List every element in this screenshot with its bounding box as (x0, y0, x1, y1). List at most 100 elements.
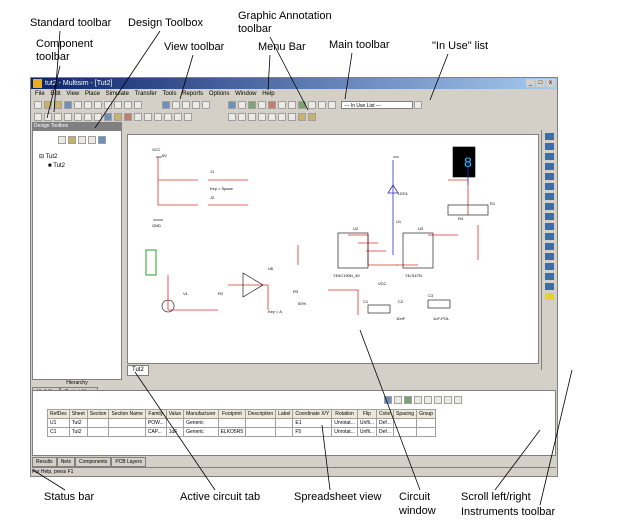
analog-icon[interactable] (74, 113, 82, 121)
cell[interactable] (86, 427, 110, 437)
col-label[interactable]: Label (275, 409, 294, 419)
col-color[interactable]: Color (376, 409, 394, 419)
tree-root[interactable]: ⊟ Tut2 (39, 154, 58, 160)
tab-nets[interactable]: Nets (56, 457, 75, 467)
menu-window[interactable]: Window (235, 91, 257, 97)
iv-analyzer-icon[interactable] (544, 243, 554, 250)
network-analyzer-icon[interactable] (544, 233, 554, 240)
col-section[interactable]: Section (86, 409, 110, 419)
tab-results[interactable]: Results (32, 457, 57, 467)
create-component-icon[interactable] (258, 101, 266, 109)
toolbox-new-icon[interactable] (58, 136, 66, 144)
toolbox-open-icon[interactable] (68, 136, 76, 144)
cell[interactable]: Unfli... (356, 418, 378, 428)
multimeter-icon[interactable] (544, 133, 554, 140)
zoom-fit-icon[interactable] (202, 101, 210, 109)
ellipse-tool-icon[interactable] (268, 113, 276, 121)
cell[interactable]: Def... (376, 418, 394, 428)
col-group[interactable]: Group (416, 409, 436, 419)
zoom-out-icon[interactable] (182, 101, 190, 109)
menu-help[interactable]: Help (262, 91, 275, 97)
col-sheet[interactable]: Sheet (68, 409, 88, 419)
show-columns-icon[interactable] (444, 396, 452, 404)
place-text-icon[interactable] (184, 113, 192, 121)
col-value[interactable]: Value (165, 409, 185, 419)
tektronix-scope-icon[interactable] (544, 283, 554, 290)
cell[interactable]: C1 (47, 427, 70, 437)
cell[interactable] (245, 418, 277, 428)
open-icon[interactable] (44, 101, 52, 109)
electromechanical-icon[interactable] (154, 113, 162, 121)
col-rotation[interactable]: Rotation (331, 409, 358, 419)
bus-icon[interactable] (174, 113, 182, 121)
toolbox-close-icon[interactable] (88, 136, 96, 144)
zoom-area-icon[interactable] (192, 101, 200, 109)
backannotate-icon[interactable] (308, 101, 316, 109)
copy-sheet-icon[interactable] (434, 396, 442, 404)
cell[interactable]: ELKO5R5 (217, 427, 247, 437)
save-csv-icon[interactable] (394, 396, 402, 404)
minimize-icon[interactable]: _ (526, 79, 535, 87)
polygon-tool-icon[interactable] (288, 113, 296, 121)
maximize-icon[interactable]: □ (536, 79, 545, 87)
menu-options[interactable]: Options (208, 91, 230, 97)
word-generator-icon[interactable] (544, 183, 554, 190)
hierarchical-block-icon[interactable] (164, 113, 172, 121)
cell[interactable] (275, 427, 294, 437)
menu-tools[interactable]: Tools (162, 91, 177, 97)
undo-icon[interactable] (124, 101, 132, 109)
active-circuit-tab[interactable]: Tut2 (127, 365, 149, 376)
tab-pcb-layers[interactable]: PCB Layers (111, 457, 147, 467)
cell[interactable]: U1 (47, 418, 70, 428)
col-description[interactable]: Description (245, 409, 277, 419)
menu-edit[interactable]: Edit (50, 91, 61, 97)
comment-tool-icon[interactable] (308, 113, 316, 121)
cell[interactable]: 1uF (165, 427, 185, 437)
line-tool-icon[interactable] (238, 113, 246, 121)
cell[interactable]: Tut2 (68, 427, 88, 437)
rf-icon[interactable] (144, 113, 152, 121)
misc-icon[interactable] (134, 113, 142, 121)
agilent-generator-icon[interactable] (544, 273, 554, 280)
toolbox-copy-icon[interactable] (98, 136, 106, 144)
cell[interactable] (392, 418, 418, 428)
tab-components[interactable]: Components (74, 457, 112, 467)
cell[interactable]: CAP... (144, 427, 167, 437)
col-refdes[interactable]: RefDes (47, 409, 70, 419)
logic-analyzer-icon[interactable] (544, 193, 554, 200)
forward-annotate-icon[interactable] (318, 101, 326, 109)
col-section-name[interactable]: Section Name (108, 409, 146, 419)
menu-view[interactable]: View (66, 91, 80, 97)
diode-icon[interactable] (54, 113, 62, 121)
col-family[interactable]: Family (144, 409, 167, 419)
agilent-multimeter-icon[interactable] (544, 263, 554, 270)
col-coordinate[interactable]: Coordinate X/Y (292, 409, 333, 419)
fullscreen-icon[interactable] (162, 101, 170, 109)
erc-icon[interactable] (288, 101, 296, 109)
cell[interactable] (416, 427, 436, 437)
col-manufacturer[interactable]: Manufacturer (183, 409, 219, 419)
cell[interactable] (275, 418, 294, 428)
print-preview-icon[interactable] (84, 101, 92, 109)
menu-file[interactable]: File (35, 91, 45, 97)
spectrum-analyzer-icon[interactable] (544, 223, 554, 230)
help-icon[interactable] (414, 101, 423, 109)
cell[interactable] (108, 427, 146, 437)
find-icon[interactable] (384, 396, 392, 404)
cell[interactable] (108, 418, 146, 428)
toolbox-save-icon[interactable] (78, 136, 86, 144)
circuit-window[interactable]: 8 VCC 5V J1 J2 Key = Space GND LED1 U1 U… (127, 134, 539, 364)
menu-transfer[interactable]: Transfer (134, 91, 157, 97)
menu-place[interactable]: Place (84, 91, 100, 97)
transistor-icon[interactable] (64, 113, 72, 121)
logic-converter-icon[interactable] (544, 203, 554, 210)
basic-icon[interactable] (44, 113, 52, 121)
cell[interactable] (86, 418, 110, 428)
menu-simulate[interactable]: Simulate (105, 91, 129, 97)
cell[interactable]: Def... (376, 427, 394, 437)
print-sheet-icon[interactable] (424, 396, 432, 404)
tree-child[interactable]: ■ Tut2 (48, 163, 65, 169)
ttl-icon[interactable] (84, 113, 92, 121)
in-use-list-dropdown[interactable]: --- In Use List --- (341, 101, 414, 109)
